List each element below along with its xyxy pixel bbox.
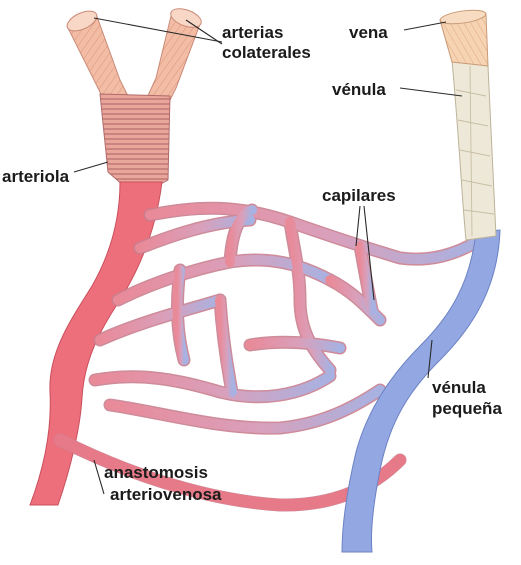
label-anastomosis: anastomosis [104, 463, 208, 482]
label-capilares: capilares [322, 186, 396, 205]
label-arterias: arterias [222, 23, 283, 42]
label-vena: vena [349, 23, 388, 42]
label-arteriovenosa: arteriovenosa [110, 485, 222, 504]
label-venula: vénula [332, 80, 386, 99]
collateral-arteries [64, 5, 204, 108]
label-venula-pequena-1: vénula [432, 378, 486, 397]
label-venula-pequena-2: pequeña [432, 399, 502, 418]
arteriole-ringed-segment [100, 94, 170, 190]
label-arteriola: arteriola [2, 167, 70, 186]
label-colaterales: colaterales [222, 43, 311, 62]
